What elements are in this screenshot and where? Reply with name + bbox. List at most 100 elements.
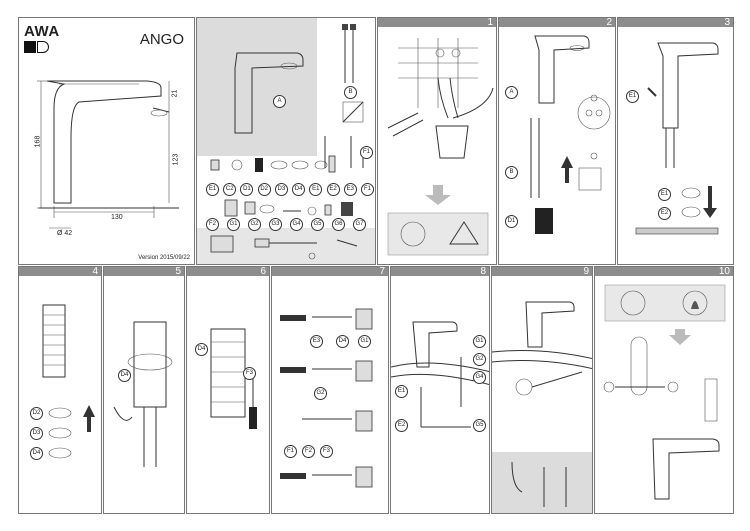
step-header: 10	[595, 266, 733, 277]
step-header: 8	[391, 266, 489, 277]
part-label: G7	[353, 218, 366, 231]
step-header: 7	[272, 266, 388, 277]
step-number: 4	[92, 266, 98, 277]
step-header: 5	[104, 266, 184, 277]
step-number: 7	[379, 266, 385, 277]
dim-21: 21	[171, 89, 179, 98]
step-header: 6	[187, 266, 269, 277]
dim-130: 130	[111, 214, 123, 221]
step-number: 5	[175, 266, 181, 277]
base-assembly-drawing	[42, 304, 95, 459]
tighten-drawing	[113, 321, 173, 467]
dim-42: Ø 42	[57, 230, 73, 237]
faucet-dimension-drawing	[37, 80, 179, 229]
operation-drawing	[603, 284, 726, 500]
label-d4: D4	[30, 447, 43, 460]
mount-drawing	[635, 42, 719, 235]
part-label: C2	[223, 183, 237, 196]
label-f2: F2	[302, 445, 315, 458]
label-d4: D4	[336, 335, 349, 348]
part-label: D1	[240, 183, 254, 196]
faucet-backdrop	[197, 18, 317, 156]
step-4-panel: 4 D2 D3 D4	[18, 266, 102, 514]
parts-row2-labels: F2 G1 G2 G3 G4 G5 G6 G7	[206, 218, 366, 231]
brand-logo: AWA	[24, 23, 60, 53]
label-d3: D3	[30, 427, 43, 440]
label-g2: G2	[314, 387, 327, 400]
step-header: 1	[378, 17, 496, 28]
step-header: 2	[499, 18, 615, 28]
part-label: D4	[292, 183, 306, 196]
label-b: B	[505, 166, 518, 179]
label-e1: E1	[395, 385, 408, 398]
pop-up-drawing	[492, 301, 592, 513]
part-label: G4	[290, 218, 303, 231]
parts-row1-labels: E1 C2 D1 D2 D3 D4 E1 E2 E3 F1	[206, 183, 374, 196]
step-number: 8	[480, 266, 486, 277]
parts-row2	[224, 199, 353, 217]
flush-pipes-drawing	[387, 38, 494, 256]
logo-mark	[24, 41, 60, 53]
label-g1: G1	[358, 335, 371, 348]
part-label: E1	[309, 183, 323, 196]
part-label: G3	[269, 218, 282, 231]
label-b: B	[344, 86, 357, 99]
part-label: E1	[206, 183, 219, 196]
step-10-panel: 10	[594, 266, 734, 514]
label-g4: G4	[473, 371, 486, 384]
label-g5: G5	[473, 419, 486, 432]
hose-install-drawing	[530, 35, 611, 234]
part-label: D3	[274, 183, 288, 196]
part-label: G5	[311, 218, 324, 231]
parts-panel: A B F1 E1 C2 D1 D2 D3 D4 E1 E2 E3 F1 F2 …	[196, 17, 376, 265]
label-e2: E2	[658, 207, 671, 220]
label-g1: G1	[473, 335, 486, 348]
step-header: 4	[19, 266, 101, 277]
step-number: 9	[583, 266, 589, 277]
part-label: E2	[326, 183, 340, 196]
label-d4: D4	[195, 343, 208, 356]
model-name: ANGO	[139, 31, 184, 48]
dim-123: 123	[172, 153, 180, 166]
part-label: F2	[206, 218, 219, 231]
label-a: A	[505, 86, 518, 99]
step-number: 1	[487, 17, 493, 28]
label-e3: E3	[310, 335, 323, 348]
label-e1: E1	[626, 90, 639, 103]
label-f1-side: F1	[360, 146, 373, 159]
step-3-panel: 3 E1 E1 E2	[617, 17, 734, 265]
part-label: D2	[257, 183, 271, 196]
step-2-panel: 2 A B D1	[498, 17, 616, 265]
label-f3: F3	[243, 367, 256, 380]
part-label: G1	[227, 218, 240, 231]
label-f3: F3	[320, 445, 333, 458]
label-d2: D2	[30, 407, 43, 420]
part-label: F1	[360, 183, 374, 196]
label-d4: D4	[118, 369, 131, 382]
label-e2: E2	[395, 419, 408, 432]
parts-drawing	[197, 24, 375, 264]
cover-panel: AWA ANGO 168 21 123 130 Ø 42 Version 201…	[18, 17, 195, 265]
step-6-panel: 6 D4 F3	[186, 266, 270, 514]
step-1-panel: 1	[377, 17, 497, 265]
logo-text: AWA	[24, 23, 60, 40]
label-f1: F1	[284, 445, 297, 458]
step-header: 3	[618, 17, 733, 28]
part-label: G6	[332, 218, 345, 231]
step-number: 3	[724, 17, 730, 28]
toolbox-backdrop	[197, 228, 375, 264]
dim-168: 168	[34, 135, 42, 148]
part-label: G2	[248, 218, 261, 231]
step-5-panel: 5 D4	[103, 266, 185, 514]
step-header: 9	[492, 266, 592, 277]
label-e1b: E1	[658, 188, 671, 201]
step-number: 10	[718, 266, 730, 277]
step-number: 6	[260, 266, 266, 277]
step-7-panel: 7 E3 D4 G1 G2 F1 F2 F3	[271, 266, 389, 514]
version-text: Version 2015/09/22	[138, 255, 190, 261]
label-a: A	[273, 95, 286, 108]
label-d1: D1	[505, 215, 518, 228]
label-g2: G2	[473, 353, 486, 366]
step-8-panel: 8 G1 G2 G4 E1 E2 G5	[390, 266, 490, 514]
screwdriver-drawing	[210, 328, 257, 429]
